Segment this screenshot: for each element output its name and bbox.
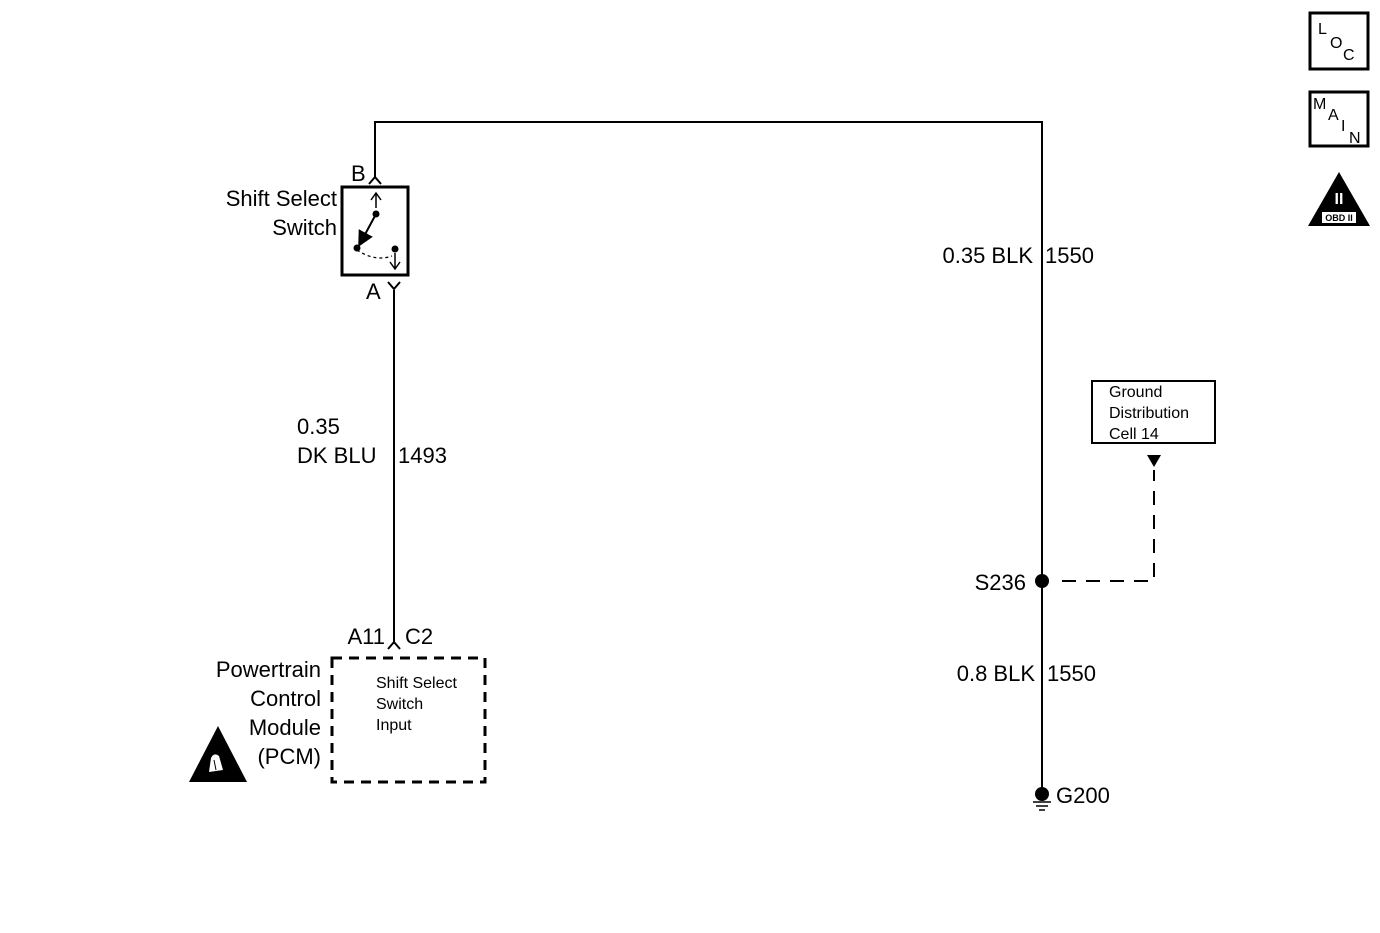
pcm-name-line4: (PCM) [257,744,321,769]
svg-text:OBD II: OBD II [1325,213,1353,223]
svg-text:Switch: Switch [376,696,423,713]
shift-select-switch[interactable] [340,185,410,277]
svg-text:C: C [1343,47,1355,64]
wire-right-top-circuit: 1550 [1045,243,1094,268]
wire-ground-reference [1062,470,1155,582]
svg-text:M: M [1313,96,1326,113]
svg-text:II: II [1335,191,1344,208]
connector-a-chevron [387,281,401,291]
pcm-name-line1: Powertrain [216,657,321,682]
pcm-module-box[interactable]: Shift Select Switch Input [330,656,487,784]
switch-name-line1: Shift Select [226,186,337,211]
connector-b-chevron [368,175,382,185]
svg-text:O: O [1330,35,1342,52]
pcm-connector-label: C2 [405,624,433,649]
pcm-pin-label: A11 [347,624,385,649]
svg-text:Shift Select: Shift Select [376,675,457,692]
switch-name-line2: Switch [272,215,337,240]
svg-text:Input: Input [376,717,412,734]
svg-text:I: I [1341,118,1345,135]
esd-warning-icon [189,726,247,782]
pcm-name-line2: Control [250,686,321,711]
splice-label: S236 [975,570,1026,595]
connector-c2-chevron [387,640,401,650]
obd-ii-icon[interactable]: II OBD II [1308,172,1370,226]
svg-text:Cell 14: Cell 14 [1109,426,1159,443]
svg-text:Ground: Ground [1109,384,1162,401]
main-icon[interactable]: M A I N [1308,90,1370,148]
pcm-name-line3: Module [249,715,321,740]
svg-text:N: N [1349,130,1361,147]
splice-s236-dot[interactable] [1035,574,1049,588]
wire-left-color: DK BLU [297,443,376,468]
wire-left-gauge: 0.35 [297,414,340,439]
wire-right-top-label: 0.35 BLK [942,243,1033,268]
ground-g200-symbol[interactable] [1033,787,1051,811]
wire-left-circuit: 1493 [398,443,447,468]
loc-icon[interactable]: L O C [1308,11,1370,71]
wire-right-bottom-label: 0.8 BLK [957,661,1036,686]
wire-right-bottom-circuit: 1550 [1047,661,1096,686]
svg-text:Distribution: Distribution [1109,405,1189,422]
ground-distribution-reference[interactable]: Ground Distribution Cell 14 [1091,380,1216,444]
ground-ref-arrow [1147,455,1161,467]
terminal-a-label: A [366,279,381,304]
svg-text:A: A [1328,107,1339,124]
wire-switch-b-to-ground [374,121,1043,788]
terminal-b-label: B [351,161,366,186]
ground-label: G200 [1056,783,1110,808]
svg-text:L: L [1318,21,1327,38]
